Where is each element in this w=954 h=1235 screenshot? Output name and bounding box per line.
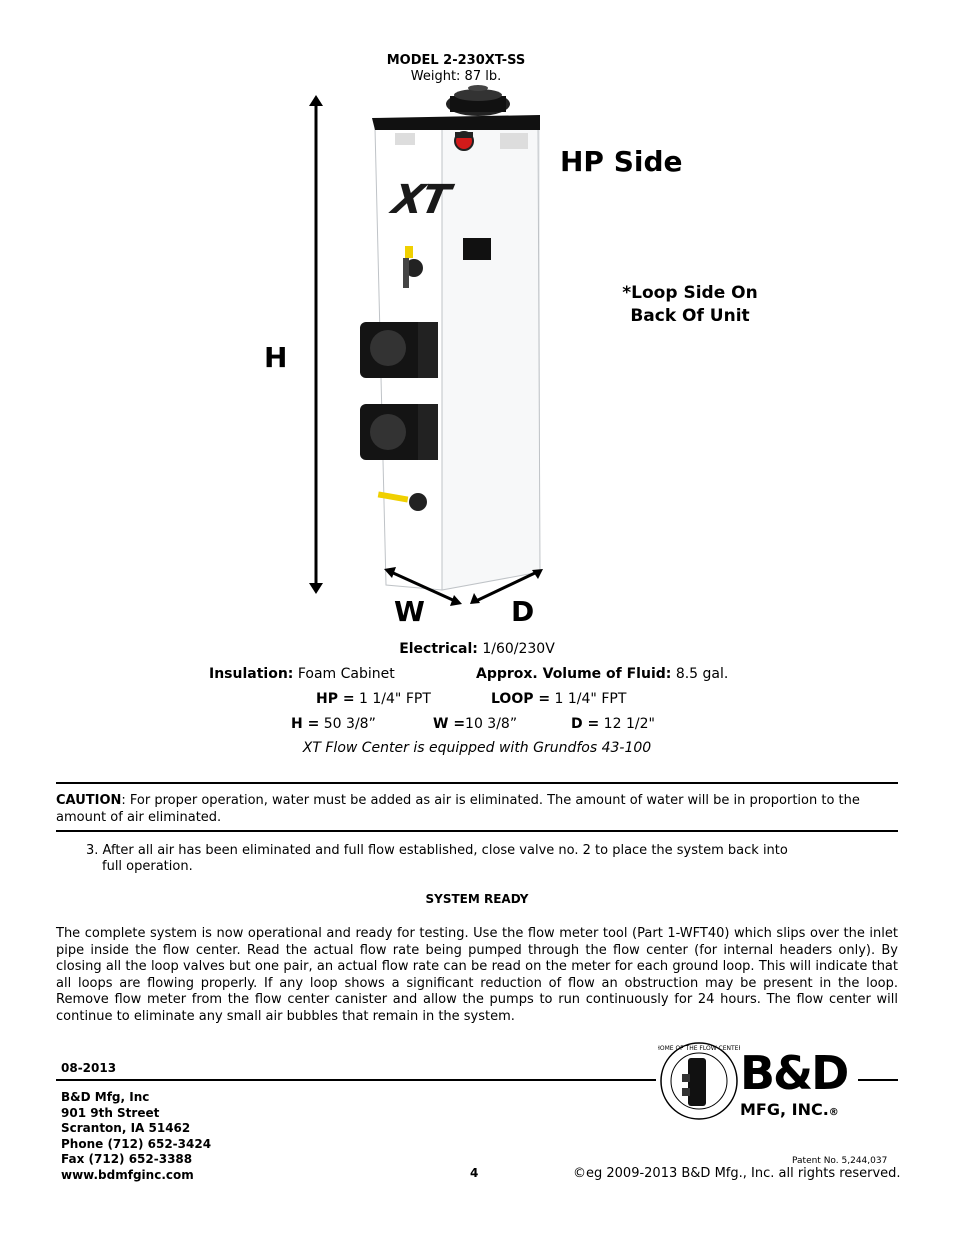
company-phone: Phone (712) 652-3424 <box>61 1136 212 1151</box>
caution-bottom-rule <box>56 830 898 832</box>
company-website[interactable]: www.bdmfginc.com <box>61 1167 194 1182</box>
insulation-spec: Insulation: Foam Cabinet <box>209 666 395 682</box>
loop-side-note-line2: Back Of Unit <box>630 306 750 326</box>
pump-note: XT Flow Center is equipped with Grundfos… <box>302 740 652 756</box>
fluid-volume-spec: Approx. Volume of Fluid: 8.5 gal. <box>476 666 729 682</box>
model-title: MODEL 2-230XT-SS <box>386 53 526 68</box>
company-street: 901 9th Street <box>61 1105 160 1120</box>
footer-rule-right <box>858 1079 898 1081</box>
width-label: W <box>394 595 425 628</box>
company-fax: Fax (712) 652-3388 <box>61 1152 193 1166</box>
seal-ring-text: HOME OF THE FLOW CENTER <box>658 1045 740 1052</box>
company-name: B&D Mfg, Inc <box>61 1090 150 1104</box>
system-ready-body: The complete system is now operational a… <box>56 926 898 1024</box>
step-3-line2: full operation. <box>102 859 193 874</box>
height-spec: H = 50 3/8” <box>291 716 376 732</box>
footer-rule-left <box>56 1079 656 1081</box>
width-spec: W =10 3/8” <box>433 716 518 732</box>
depth-spec: D = 12 1/2" <box>571 716 655 732</box>
weight-text: Weight: 87 lb. <box>410 69 502 84</box>
page-number: 4 <box>470 1166 479 1180</box>
height-label: H <box>264 341 288 374</box>
loop-connection-spec: LOOP = 1 1/4" FPT <box>491 691 627 707</box>
mfg-logo-text: MFG, INC.® <box>740 1100 839 1119</box>
patent-number: Patent No. 5,244,037 <box>792 1156 888 1166</box>
step-3-line1: 3. After all air has been eliminated and… <box>86 843 788 858</box>
bd-logo-text: B&D <box>740 1046 849 1100</box>
copyright: ©eg 2009-2013 B&D Mfg., Inc. all rights … <box>573 1166 901 1181</box>
company-city: Scranton, IA 51462 <box>61 1121 191 1135</box>
xt-product-logo: XT <box>388 177 453 223</box>
hp-side-label: HP Side <box>560 145 683 178</box>
system-ready-heading: SYSTEM READY <box>425 892 529 906</box>
depth-label: D <box>511 595 535 628</box>
flow-center-seal-icon: HOME OF THE FLOW CENTER <box>658 1042 740 1120</box>
hp-connection-spec: HP = 1 1/4" FPT <box>316 691 431 707</box>
caution-text: CAUTION: For proper operation, water mus… <box>56 793 860 825</box>
caution-top-rule <box>56 782 898 784</box>
electrical-spec: Electrical: 1/60/230V <box>399 641 555 657</box>
loop-side-note-line1: *Loop Side On <box>622 283 758 303</box>
flow-center-illustration <box>309 85 543 606</box>
company-address: B&D Mfg, Inc 901 9th Street Scranton, IA… <box>61 1090 211 1183</box>
revision-date: 08-2013 <box>61 1061 117 1075</box>
